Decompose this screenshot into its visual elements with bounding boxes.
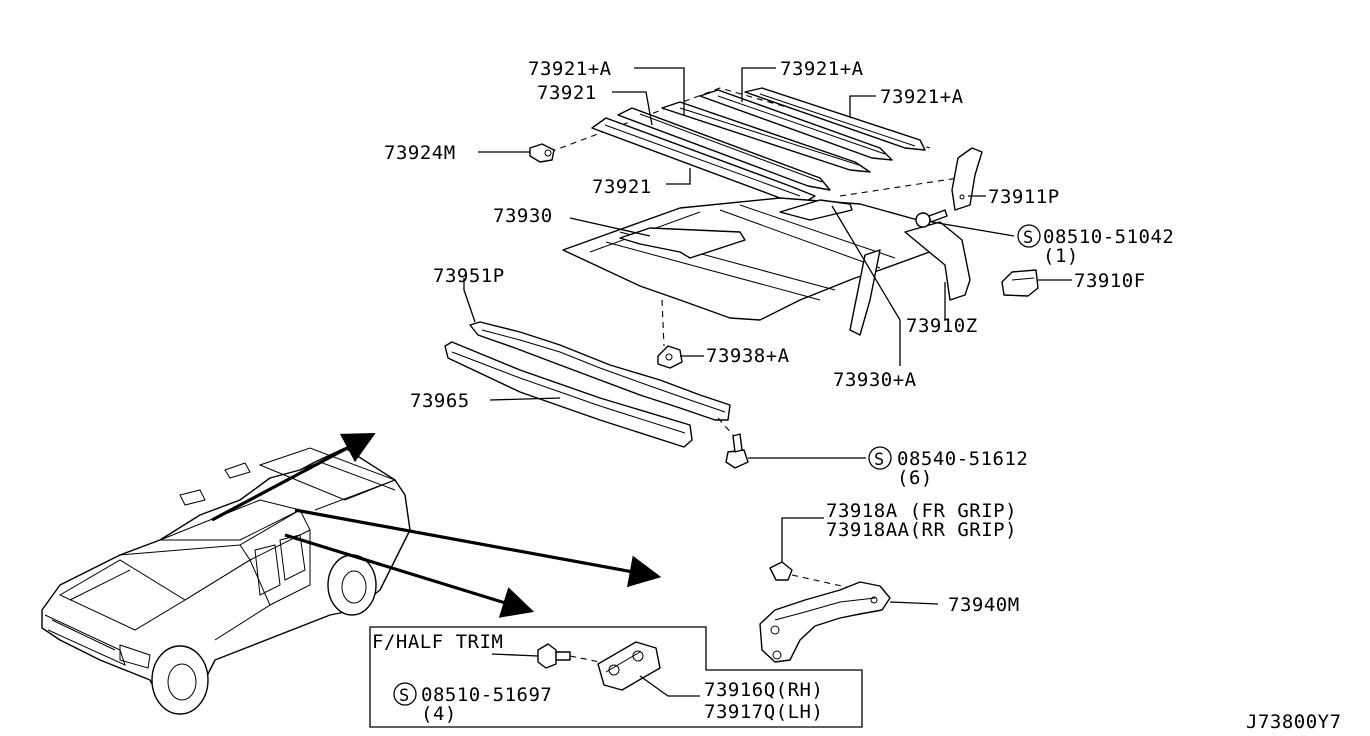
label-73938a: 73938+A bbox=[706, 345, 790, 367]
screw-symbol-icon bbox=[868, 446, 892, 470]
label-73921a-2: 73921+A bbox=[780, 58, 864, 80]
part-labels: 73921+A 73921 73921+A 73921+A 73924M 739… bbox=[372, 58, 1342, 733]
screw-symbol-text: S bbox=[874, 450, 885, 470]
front-trim-parts bbox=[444, 321, 731, 448]
label-73918aa: 73918AA(RR GRIP) bbox=[826, 519, 1017, 541]
label-73910f: 73910F bbox=[1074, 270, 1146, 292]
label-73930a: 73930+A bbox=[833, 369, 917, 391]
fasteners bbox=[529, 143, 1039, 469]
screw-markers: S S S bbox=[393, 224, 1041, 706]
label-half-trim-title: F/HALF TRIM bbox=[372, 631, 503, 653]
label-73918a: 73918A (FR GRIP) bbox=[826, 500, 1017, 522]
label-73910z: 73910Z bbox=[906, 315, 978, 337]
label-73940m: 73940M bbox=[948, 594, 1020, 616]
label-08510-51042-qty: (1) bbox=[1043, 245, 1079, 267]
screw-symbol-text: S bbox=[1023, 228, 1034, 248]
label-73921a-1: 73921+A bbox=[528, 58, 612, 80]
diagram-id: J73800Y7 bbox=[1246, 711, 1342, 733]
label-73921-2: 73921 bbox=[592, 176, 652, 198]
leader-lines bbox=[463, 67, 1072, 697]
label-73916q: 73916Q(RH) bbox=[704, 679, 823, 701]
screw-symbol-text: S bbox=[399, 686, 410, 706]
label-73951p: 73951P bbox=[433, 265, 505, 287]
label-73965: 73965 bbox=[410, 390, 470, 412]
roof-rails-group bbox=[549, 87, 931, 206]
label-73917q: 73917Q(LH) bbox=[704, 701, 823, 723]
label-73921a-3: 73921+A bbox=[880, 86, 964, 108]
label-73924m: 73924M bbox=[384, 142, 456, 164]
label-73930: 73930 bbox=[493, 205, 553, 227]
label-08540-51612-qty: (6) bbox=[897, 467, 933, 489]
label-73911p: 73911P bbox=[988, 186, 1060, 208]
screw-symbol-icon bbox=[393, 682, 417, 706]
truck-illustration bbox=[41, 432, 662, 715]
half-trim-inset bbox=[369, 626, 863, 728]
label-73921-1: 73921 bbox=[537, 82, 597, 104]
label-08510-51697: 08510-51697 bbox=[421, 684, 552, 706]
label-08540-51612: 08540-51612 bbox=[897, 448, 1028, 470]
label-08510-51042: 08510-51042 bbox=[1043, 226, 1174, 248]
screw-symbol-icon bbox=[1017, 224, 1041, 248]
assist-grip bbox=[759, 561, 891, 663]
label-08510-51697-qty: (4) bbox=[421, 703, 457, 725]
